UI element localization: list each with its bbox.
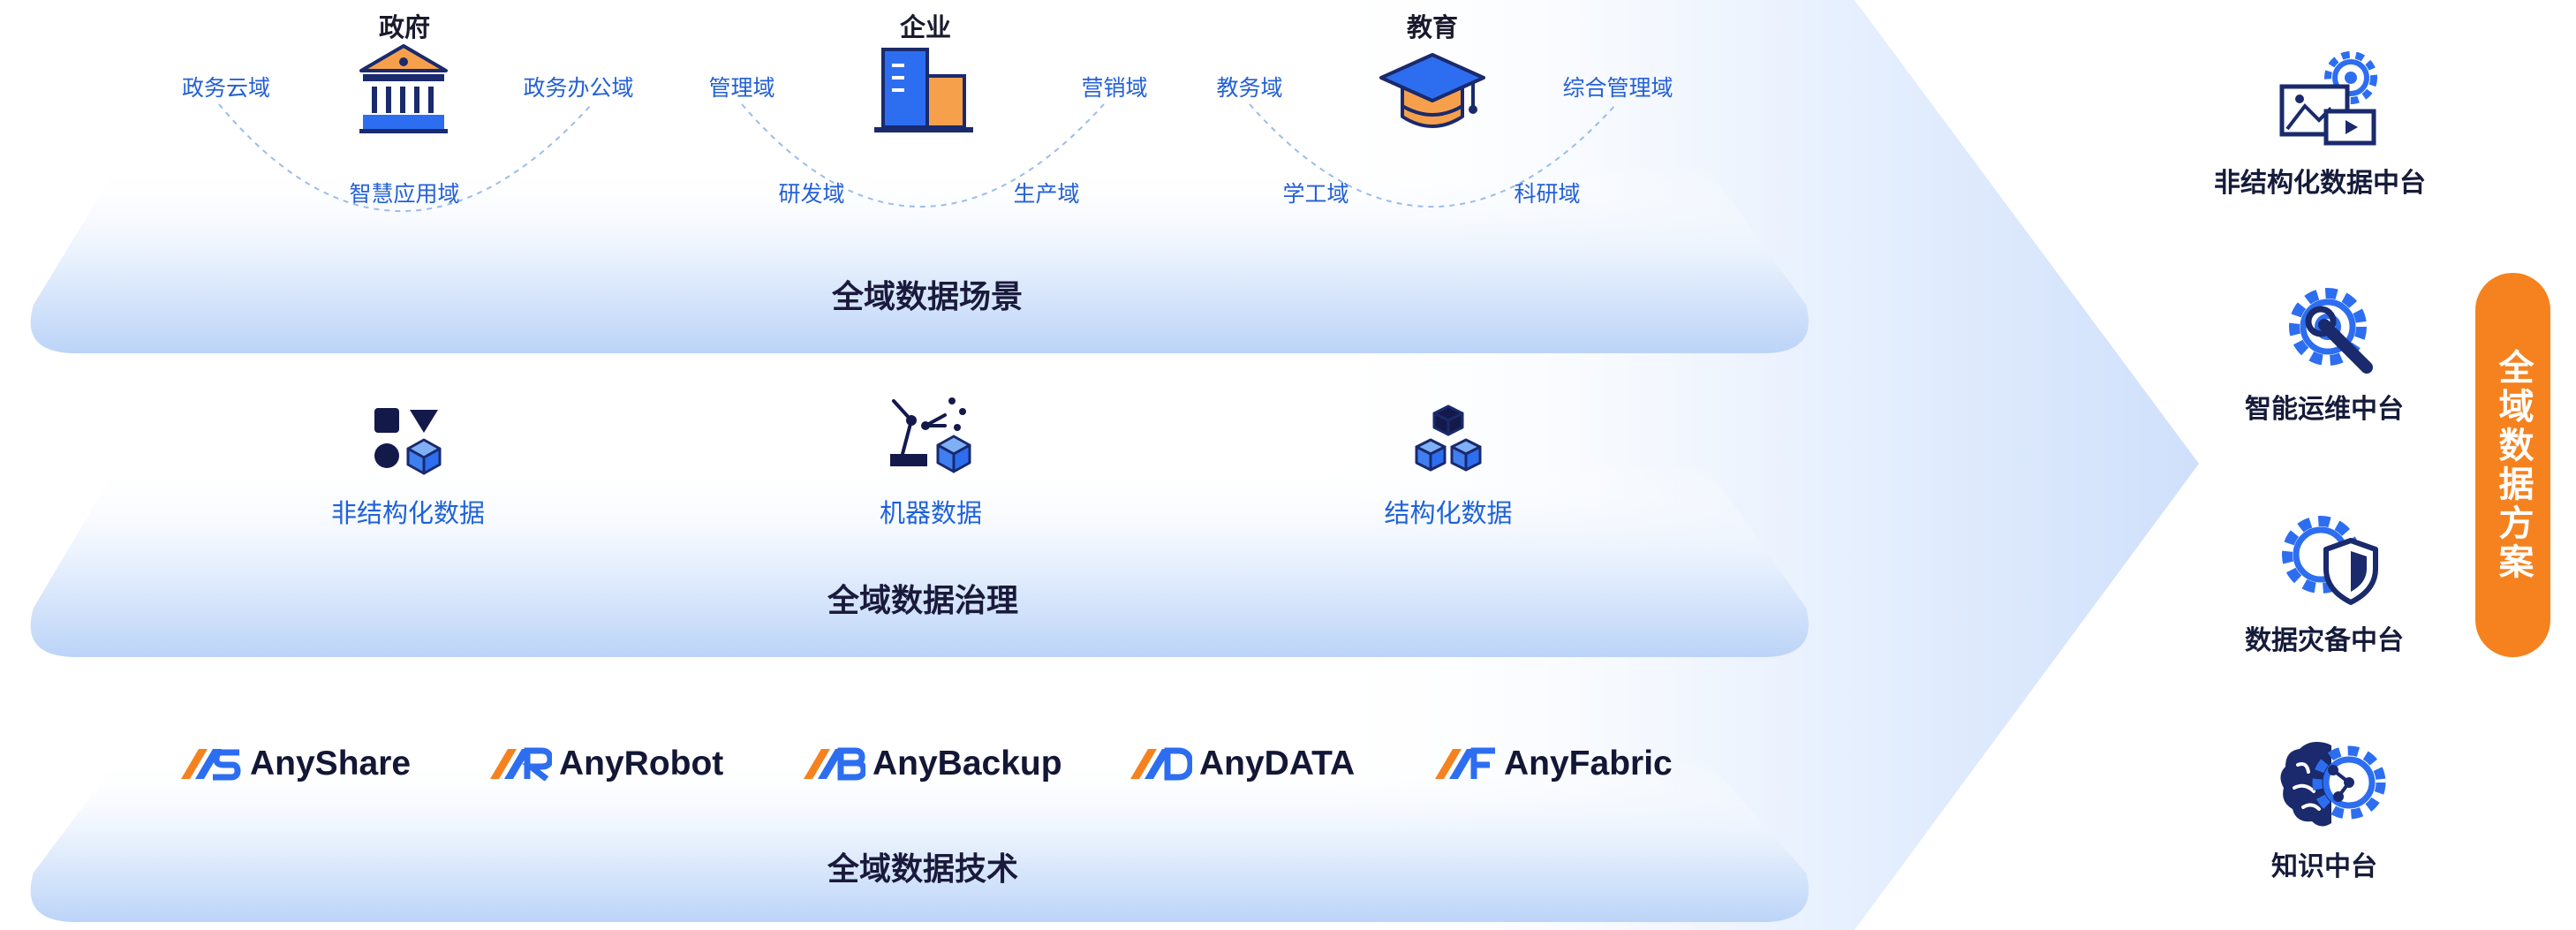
solution-badge: 全域数据方案: [2475, 273, 2550, 657]
unstructured-data-icon: [374, 408, 442, 475]
unstructured-platform-icon: [2279, 51, 2377, 146]
anyshare-logo-icon: [181, 749, 241, 781]
sector-title-enterprise: 企业: [899, 12, 951, 42]
anybackup-logo-icon: [804, 747, 865, 781]
disaster-recovery-platform-icon: [2282, 516, 2378, 605]
smart-ops-platform-icon: [2289, 288, 2373, 374]
domain-ent-rnd: 研发域: [778, 181, 845, 207]
knowledge-platform-icon: [2280, 742, 2386, 827]
arc-ent: [741, 103, 1105, 208]
anyfabric-logo-icon: [1435, 747, 1495, 779]
structured-data-icon: [1415, 405, 1482, 472]
government-building-icon: [359, 44, 448, 133]
platform-unstructured: 非结构化数据中台: [2214, 168, 2426, 199]
platform-knowledge: 知识中台: [2271, 851, 2377, 882]
domain-edu-research: 科研域: [1514, 181, 1581, 207]
layer-title-scenario: 全域数据场景: [831, 279, 1023, 315]
layer-band-governance: [30, 464, 1809, 657]
arc-edu: [1249, 103, 1617, 208]
machine-data-icon: [890, 397, 971, 473]
domain-gov-office: 政务办公域: [523, 75, 634, 101]
domain-ent-marketing: 营销域: [1081, 75, 1148, 101]
sector-title-government: 政府: [378, 12, 430, 42]
domain-gov-cloud: 政务云域: [181, 75, 270, 101]
brand-anyfabric: AnyFabric: [1435, 745, 1673, 783]
enterprise-building-icon: [874, 48, 973, 132]
brand-anydata: AnyDATA: [1130, 745, 1355, 783]
brand-anybackup: AnyBackup: [804, 745, 1062, 783]
anydata-logo-icon: [1130, 747, 1192, 781]
platform-disaster-recovery: 数据灾备中台: [2245, 625, 2404, 656]
brand-anybackup-name: AnyBackup: [873, 745, 1062, 783]
brand-anyshare: AnyShare: [181, 745, 411, 783]
layer-band-technology: [30, 758, 1809, 922]
brand-anyrobot: AnyRobot: [490, 745, 723, 783]
data-type-machine: 机器数据: [879, 498, 982, 528]
data-type-unstructured: 非结构化数据: [330, 498, 485, 528]
sector-title-education: 教育: [1406, 12, 1458, 42]
domain-edu-general-mgmt: 综合管理域: [1562, 75, 1673, 101]
data-type-structured: 结构化数据: [1384, 498, 1513, 528]
domain-edu-academic: 教务域: [1216, 75, 1283, 101]
platform-smart-ops: 智能运维中台: [2245, 394, 2404, 425]
brand-anyrobot-name: AnyRobot: [559, 745, 724, 783]
anyrobot-logo-icon: [490, 747, 552, 781]
layer-band-scenario: [30, 163, 1809, 353]
domain-edu-student: 学工域: [1282, 181, 1349, 207]
domain-gov-smart-app: 智慧应用域: [349, 181, 460, 207]
layer-title-governance: 全域数据治理: [827, 583, 1018, 619]
brand-anyfabric-name: AnyFabric: [1504, 745, 1673, 783]
domain-ent-production: 生产域: [1013, 181, 1080, 207]
graduation-cap-icon: [1379, 53, 1485, 128]
brand-anydata-name: AnyDATA: [1199, 745, 1356, 783]
solution-label: 全域数据方案: [2492, 348, 2534, 582]
layer-title-technology: 全域数据技术: [827, 851, 1018, 888]
brand-anyshare-name: AnyShare: [250, 745, 412, 783]
domain-ent-management: 管理域: [708, 75, 775, 101]
